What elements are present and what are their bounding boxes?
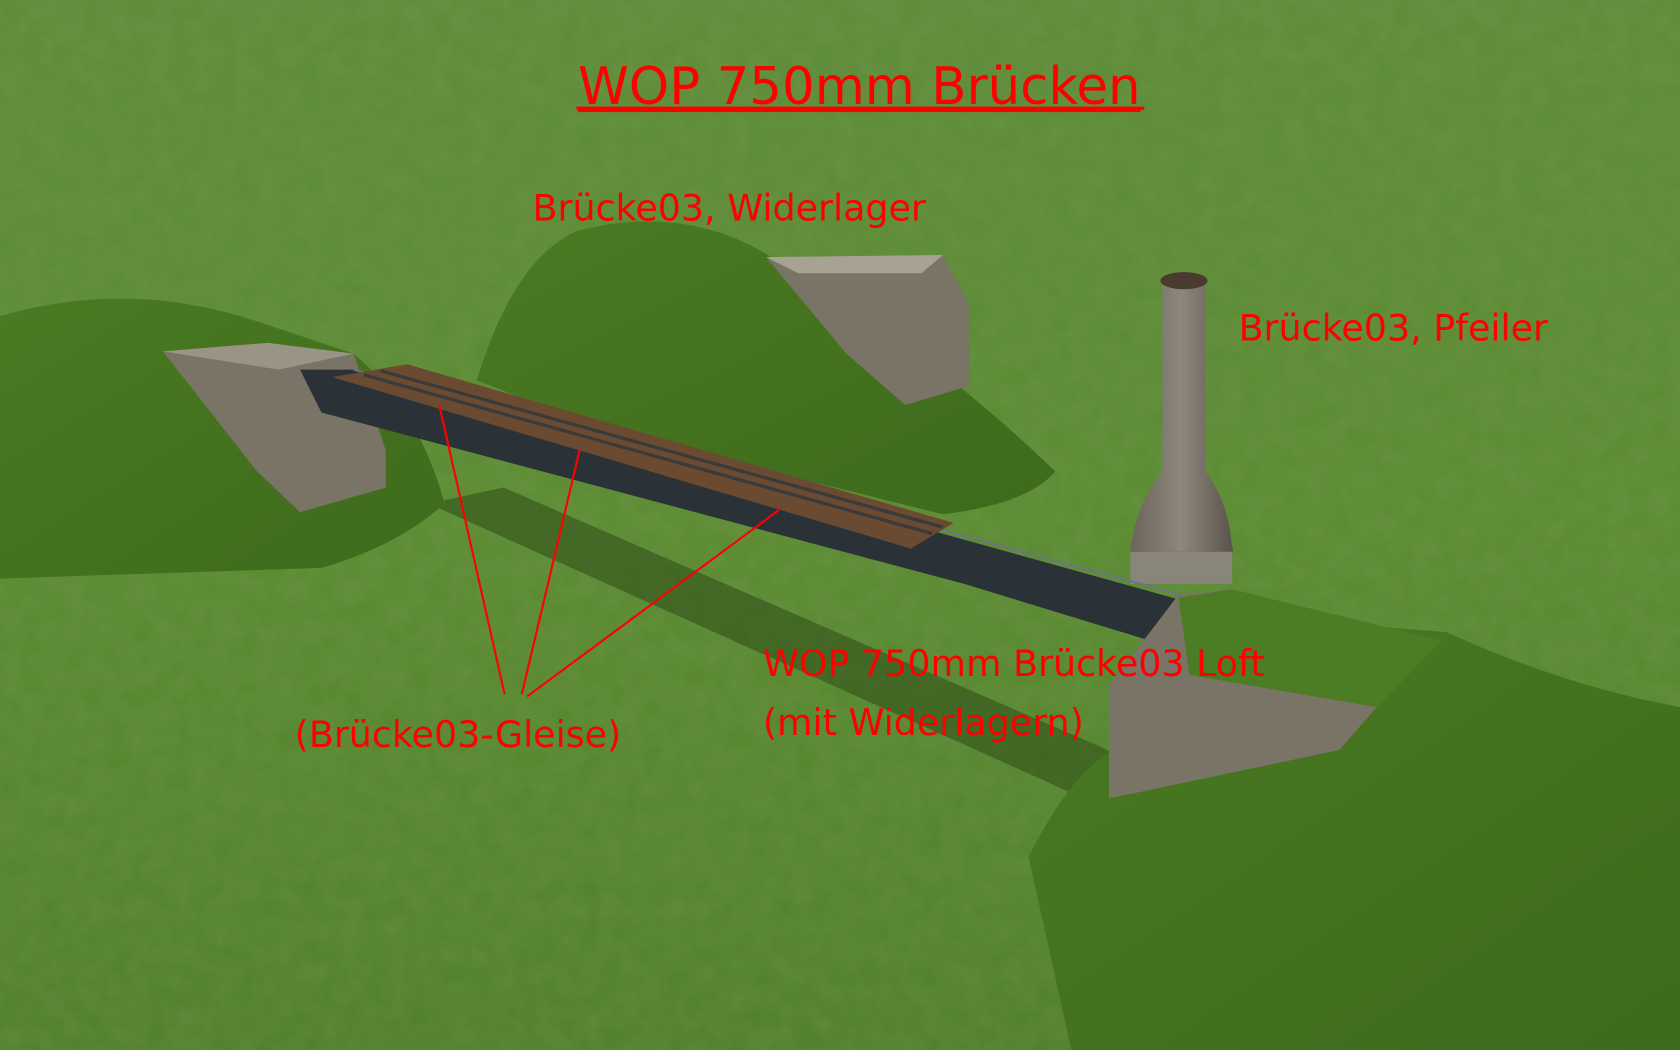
bridge-deck — [332, 364, 954, 549]
bridge-pillar — [1130, 272, 1234, 584]
left-hill — [0, 298, 445, 579]
label-loft-line2: (mit Widerlagern) — [763, 701, 1084, 744]
middle-abutment — [766, 255, 970, 405]
label-tracks: (Brücke03-Gleise) — [295, 713, 622, 756]
label-abutment: Brücke03, Widerlager — [533, 187, 926, 230]
middle-hill — [476, 221, 1056, 515]
right-hill — [1028, 589, 1680, 1050]
annotation-lines — [438, 404, 780, 698]
label-loft-line1: WOP 750mm Brücke03 Loft — [763, 642, 1265, 685]
bridge-shadow — [428, 487, 1158, 793]
label-pillar: Brücke03, Pfeiler — [1239, 307, 1548, 350]
